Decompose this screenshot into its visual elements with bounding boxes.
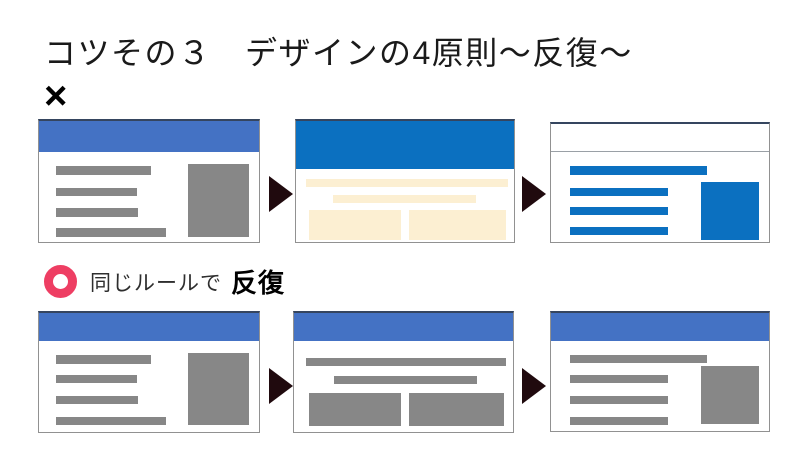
slide-header-bar (551, 313, 769, 341)
content-placeholder-block (306, 358, 506, 366)
slide-header-bar (296, 121, 514, 169)
slide-mockup-thumbnail (550, 122, 770, 243)
slide-header-bar (294, 313, 513, 341)
good-rule-label: 同じルールで 反復 (44, 263, 285, 300)
arrow-right-icon (522, 368, 546, 404)
repetition-text: 反復 (231, 268, 286, 298)
content-placeholder-block (56, 188, 137, 196)
content-placeholder-block (188, 164, 249, 237)
content-placeholder-block (334, 376, 477, 384)
content-placeholder-block (333, 195, 476, 203)
content-placeholder-block (188, 353, 249, 425)
slide-header-bar (39, 121, 259, 152)
circle-ring-icon (44, 265, 77, 298)
content-placeholder-block (570, 396, 668, 404)
content-placeholder-block (56, 417, 166, 425)
slide-mockup-thumbnail (38, 311, 260, 433)
content-placeholder-block (570, 355, 707, 363)
content-placeholder-block (56, 396, 138, 404)
content-placeholder-block (409, 210, 506, 240)
slide-mockup-thumbnail (38, 119, 260, 243)
content-placeholder-block (570, 375, 668, 383)
arrow-right-icon (269, 368, 293, 404)
arrow-right-icon (522, 176, 546, 212)
content-placeholder-block (701, 182, 759, 240)
content-placeholder-block (56, 208, 138, 217)
content-placeholder-block (56, 166, 151, 175)
cross-mark-icon: × (44, 74, 68, 118)
content-placeholder-block (409, 393, 504, 426)
content-placeholder-block (56, 375, 137, 383)
slide-header-bar (39, 313, 259, 341)
slide-mockup-thumbnail (550, 311, 770, 432)
content-placeholder-block (570, 227, 668, 235)
slide-header-bar (551, 124, 769, 152)
arrow-right-icon (269, 176, 293, 212)
content-placeholder-block (570, 166, 707, 175)
content-placeholder-block (306, 179, 508, 187)
slide-mockup-thumbnail (293, 311, 514, 433)
content-placeholder-block (56, 228, 166, 237)
content-placeholder-block (309, 393, 401, 426)
content-placeholder-block (56, 355, 151, 364)
content-placeholder-block (570, 207, 668, 215)
content-placeholder-block (309, 210, 401, 240)
content-placeholder-block (570, 188, 668, 196)
content-placeholder-block (570, 417, 668, 425)
page-title: コツその３ デザインの4原則～反復～ (44, 35, 633, 71)
slide-mockup-thumbnail (295, 119, 515, 243)
content-placeholder-block (701, 366, 759, 424)
rule-text: 同じルールで (90, 271, 222, 295)
